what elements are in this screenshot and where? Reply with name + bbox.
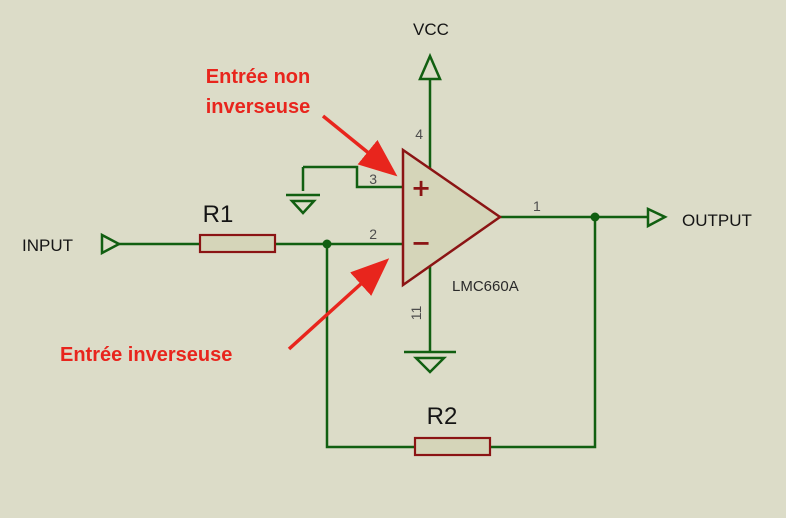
pin-number-2: 2	[369, 226, 377, 242]
wire-feedback-right	[490, 217, 597, 449]
opamp-part-label: LMC660A	[452, 278, 519, 295]
pin-number-3: 3	[369, 171, 377, 187]
ground-arrow-icon	[412, 356, 448, 374]
r2-label: R2	[427, 403, 458, 430]
wire-feedback-left	[325, 244, 415, 449]
power-arrow-icon	[418, 52, 442, 81]
annotation-non-inverting-line2: inverseuse	[206, 96, 311, 118]
output-terminal-icon[interactable]	[646, 207, 668, 229]
input-terminal-icon[interactable]	[100, 232, 122, 256]
opamp-plus-sign: +	[411, 174, 431, 202]
annotation-arrow-to-noninverting-input	[321, 114, 398, 177]
wire-pin3-to-ground	[303, 165, 403, 189]
wires	[118, 79, 648, 449]
annotation-arrow-to-inverting-input	[287, 258, 390, 351]
resistor-r2[interactable]	[413, 436, 492, 457]
ground-symbol-left[interactable]	[286, 193, 320, 215]
ground-arrow-icon	[289, 199, 317, 215]
annotation-inverting: Entrée inverseuse	[60, 344, 232, 366]
input-label: INPUT	[22, 236, 73, 255]
opamp-body	[401, 147, 503, 288]
output-label: OUTPUT	[682, 211, 752, 230]
pin-number-1: 1	[533, 198, 541, 214]
junction-dot-output-node	[590, 212, 600, 222]
annotation-non-inverting-line1: Entrée non	[206, 66, 310, 88]
resistor-r1[interactable]	[198, 233, 277, 254]
opamp-lmc660a[interactable]: + −	[401, 147, 503, 288]
ground-symbol-bottom[interactable]	[404, 350, 456, 374]
pin-number-11: 11	[408, 306, 424, 321]
opamp-minus-sign: −	[411, 229, 431, 257]
r1-label: R1	[203, 201, 234, 228]
vcc-label: VCC	[413, 20, 449, 39]
vcc-power-symbol[interactable]	[418, 52, 442, 81]
pin-number-4: 4	[415, 126, 423, 142]
junction-dot-input-node	[322, 239, 332, 249]
